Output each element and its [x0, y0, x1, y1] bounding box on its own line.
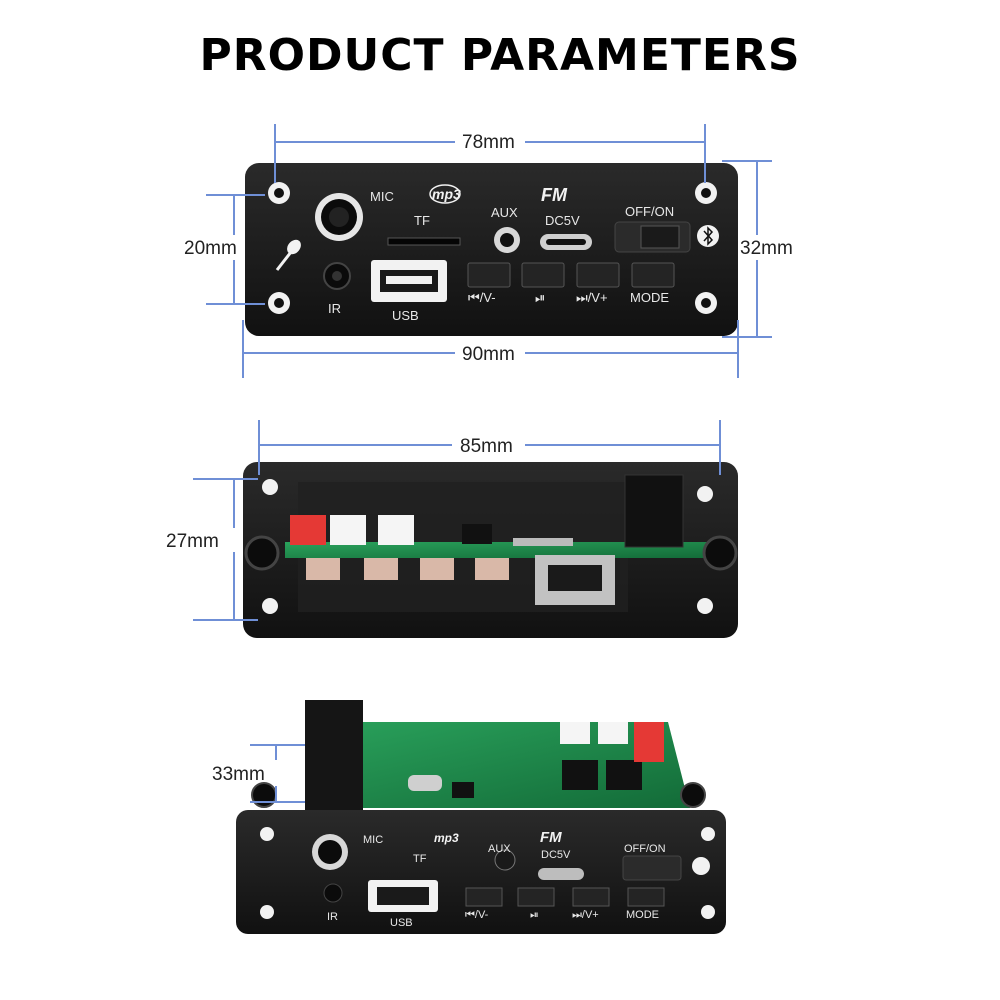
red-connector — [290, 515, 326, 545]
mic-label: MIC — [370, 189, 394, 204]
aux-label-2: AUX — [488, 843, 511, 855]
red-connector — [634, 722, 664, 762]
audio-jack-tower — [305, 700, 363, 810]
microphone-icon — [275, 239, 301, 271]
mp3-logo-2: mp3 — [434, 831, 459, 845]
dim-85mm: 85mm — [460, 436, 513, 457]
dim-78mm: 78mm — [462, 132, 515, 153]
ir-label: IR — [328, 301, 341, 316]
dim-32mm: 32mm — [740, 238, 793, 259]
aux-label: AUX — [491, 205, 518, 220]
next-button[interactable] — [576, 262, 620, 288]
audio-jack-body — [624, 474, 684, 548]
tf-card-slot[interactable] — [387, 237, 461, 246]
play-label-2: ⏯ — [530, 909, 539, 921]
front-dimension-lines — [206, 124, 772, 378]
pcb-edge — [285, 542, 725, 558]
dc-label-2: DC5V — [541, 849, 571, 861]
dim-20mm: 20mm — [184, 238, 237, 259]
perspective-view: MIC TF AUX DC5V OFF/ON mp3 FM IR USB ⏮/V… — [236, 700, 726, 934]
screw — [244, 535, 280, 571]
fm-logo-2: FM — [540, 829, 562, 846]
dim-90mm: 90mm — [462, 344, 515, 365]
tf-label: TF — [414, 213, 430, 228]
usb-label-2: USB — [390, 917, 413, 929]
tf-label-2: TF — [413, 853, 427, 865]
mic-label-2: MIC — [363, 834, 383, 846]
side-dimension-lines — [250, 744, 305, 803]
power-label: OFF/ON — [625, 204, 674, 219]
page-title: PRODUCT PARAMETERS — [199, 30, 801, 81]
dc-label: DC5V — [545, 213, 580, 228]
mode-button[interactable] — [631, 262, 675, 288]
power-label-2: OFF/ON — [624, 843, 666, 855]
prev-button[interactable] — [467, 262, 511, 288]
mode-label: MODE — [630, 290, 669, 305]
white-connector — [330, 515, 366, 545]
play-label: ⏯ — [535, 290, 545, 305]
dim-27mm: 27mm — [166, 531, 219, 552]
front-panel — [245, 163, 738, 336]
ir-label-2: IR — [327, 911, 338, 923]
play-button[interactable] — [521, 262, 565, 288]
back-view — [243, 462, 738, 638]
fm-logo: FM — [541, 185, 568, 205]
prev-label: ⏮/V- — [468, 290, 496, 305]
next-label: ⏭/V+ — [576, 290, 608, 305]
front-panel-view: MIC IR mp3 TF USB FM AUX DC5V OFF/ON — [245, 163, 738, 336]
dim-33mm: 33mm — [212, 764, 265, 785]
mode-label-2: MODE — [626, 909, 659, 921]
back-dimension-lines — [193, 420, 721, 621]
usb-label: USB — [392, 308, 419, 323]
white-connector — [378, 515, 414, 545]
screw — [702, 535, 738, 571]
next-label-2: ⏭/V+ — [572, 909, 599, 921]
mp3-logo: mp3 — [432, 186, 461, 202]
prev-label-2: ⏮/V- — [465, 909, 489, 921]
